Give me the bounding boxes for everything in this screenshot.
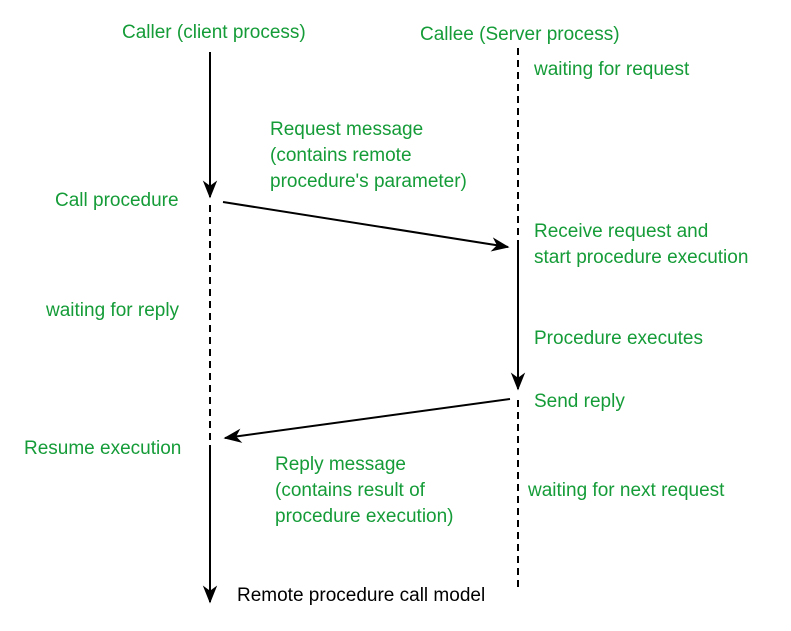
waiting-for-reply-label: waiting for reply [46, 300, 180, 321]
request-message-annotation: Request message (contains remote procedu… [270, 119, 467, 192]
caller-heading: Caller (client process) [122, 22, 306, 43]
call-procedure-label: Call procedure [55, 190, 179, 211]
waiting-for-next-request-label: waiting for next request [528, 480, 725, 501]
diagram-caption: Remote procedure call model [237, 585, 486, 606]
resume-execution-label: Resume execution [24, 438, 182, 459]
send-reply-label: Send reply [534, 391, 625, 412]
reply-message-arrow [223, 398, 511, 443]
receive-request-label: Receive request and start procedure exec… [534, 221, 749, 268]
request-message-arrow [222, 201, 510, 252]
reply-message-annotation: Reply message (contains result of proced… [275, 454, 454, 527]
callee-heading: Callee (Server process) [420, 24, 620, 45]
waiting-for-request-label: waiting for request [534, 59, 690, 80]
procedure-executes-label: Procedure executes [534, 328, 703, 349]
